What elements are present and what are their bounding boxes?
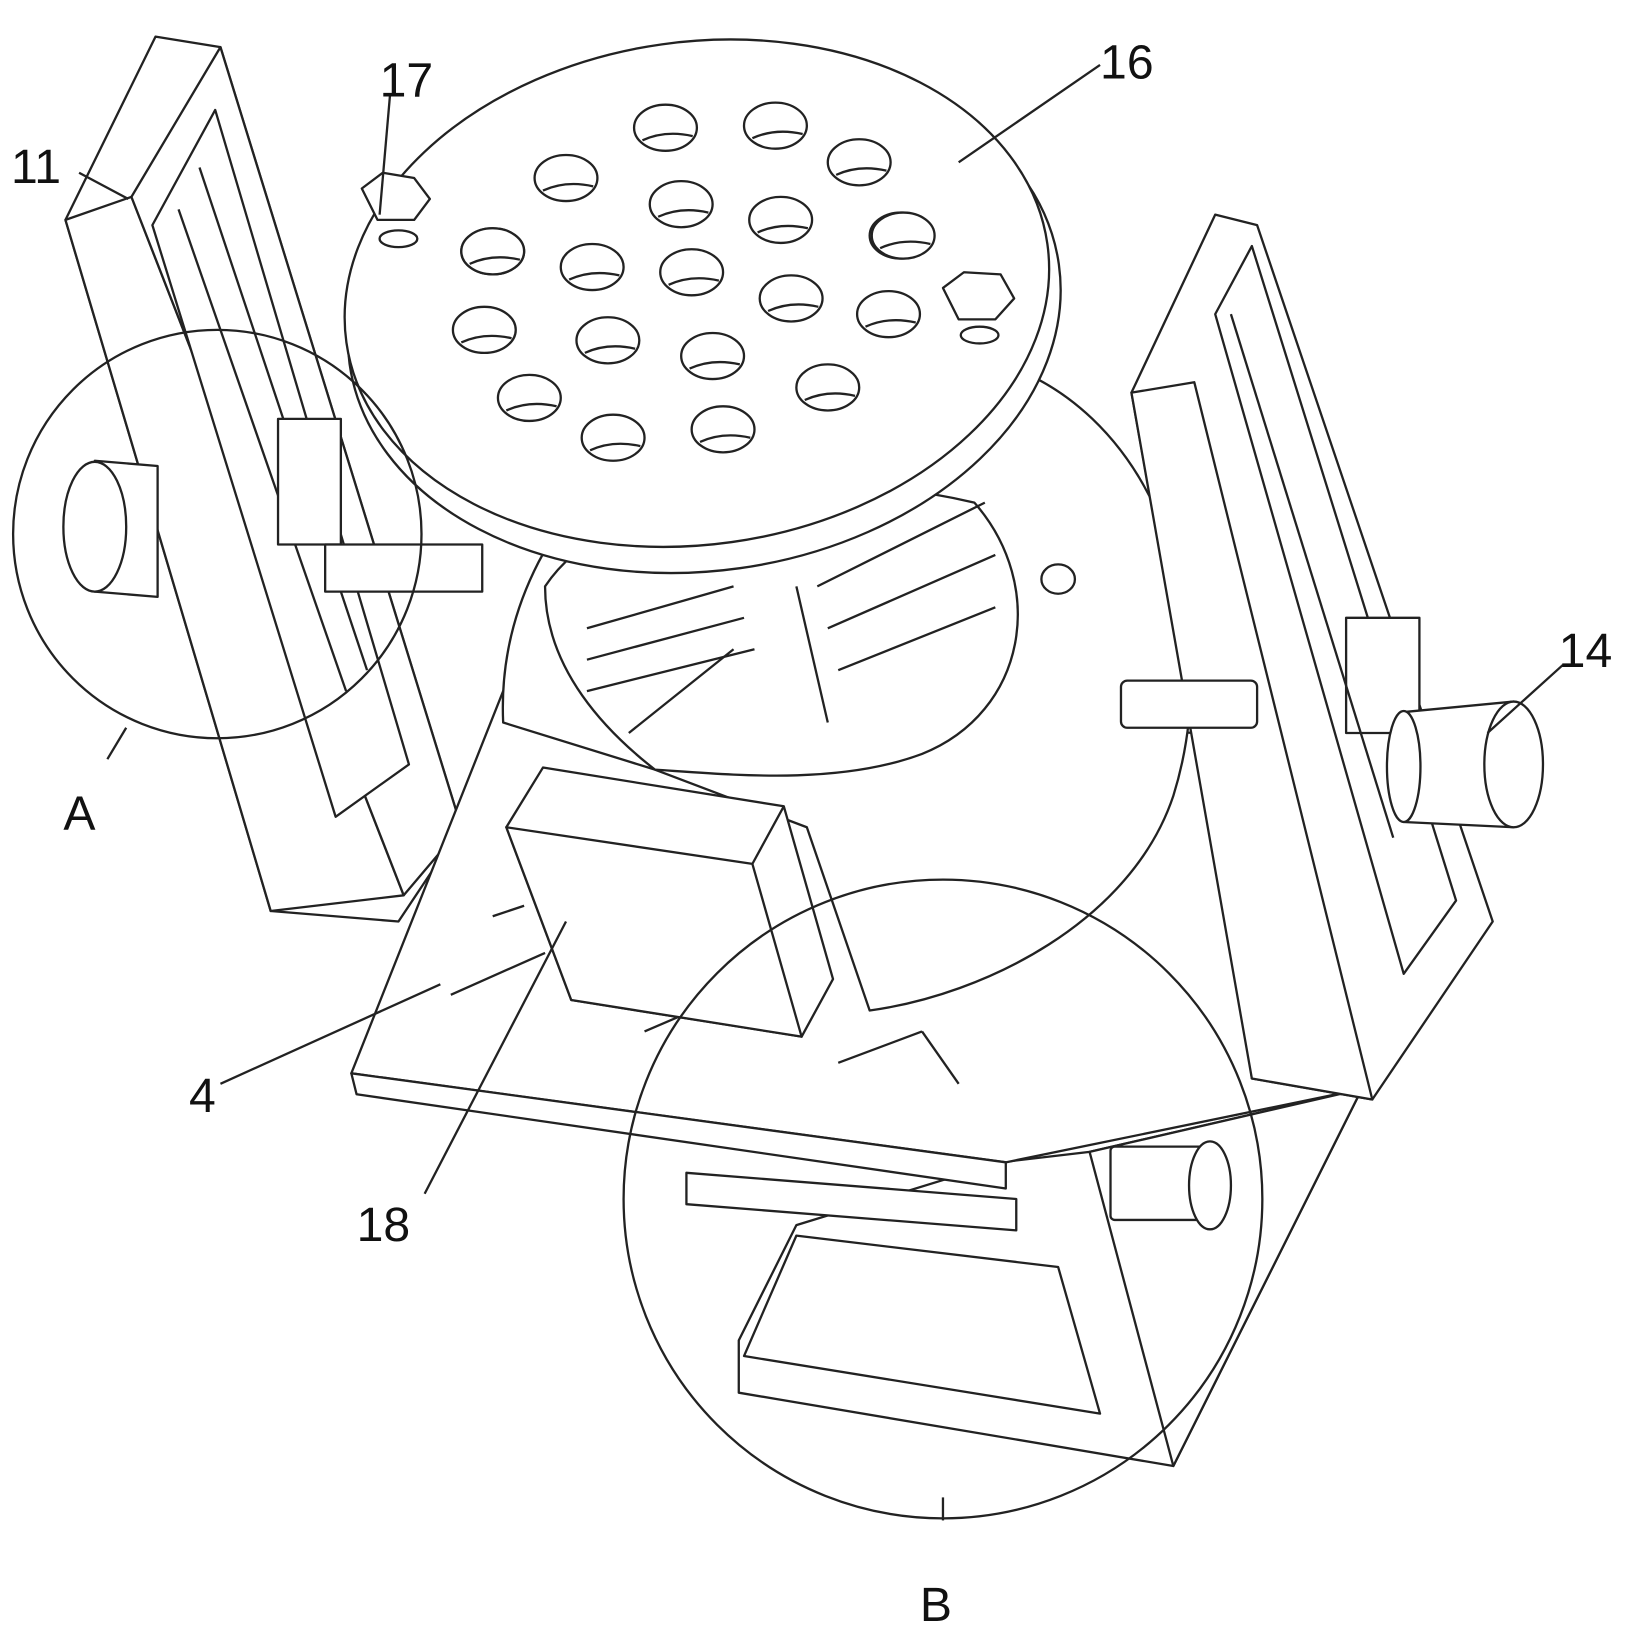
lid-hole xyxy=(796,364,859,410)
lid-hole xyxy=(749,197,812,243)
lid-hole xyxy=(634,105,697,151)
label-b: B xyxy=(920,1578,952,1632)
label-17: 17 xyxy=(380,53,434,107)
lid-hole xyxy=(857,291,920,337)
label-4: 4 xyxy=(189,1069,216,1123)
label-a: A xyxy=(63,786,96,840)
lid-hole xyxy=(576,317,639,363)
lid-hole xyxy=(872,213,935,259)
label-16: 16 xyxy=(1100,36,1154,90)
lid-hole xyxy=(828,139,891,185)
lid-hole xyxy=(582,415,645,461)
cylinder-a xyxy=(63,461,157,597)
lid-hole xyxy=(650,181,713,227)
lid-hole xyxy=(561,244,624,290)
lid-hole xyxy=(461,228,524,274)
label-14: 14 xyxy=(1559,624,1613,678)
lid-hole xyxy=(453,307,516,353)
lid-hole xyxy=(760,275,823,321)
lid-hole xyxy=(498,375,561,421)
cylinder-14 xyxy=(1387,702,1543,828)
label-18: 18 xyxy=(357,1198,411,1252)
lid-hole xyxy=(692,406,755,452)
label-11: 11 xyxy=(11,140,61,194)
lid-hole xyxy=(744,103,807,149)
lid-hole xyxy=(681,333,744,379)
lid-hole xyxy=(660,249,723,295)
lid-hole xyxy=(535,155,598,201)
